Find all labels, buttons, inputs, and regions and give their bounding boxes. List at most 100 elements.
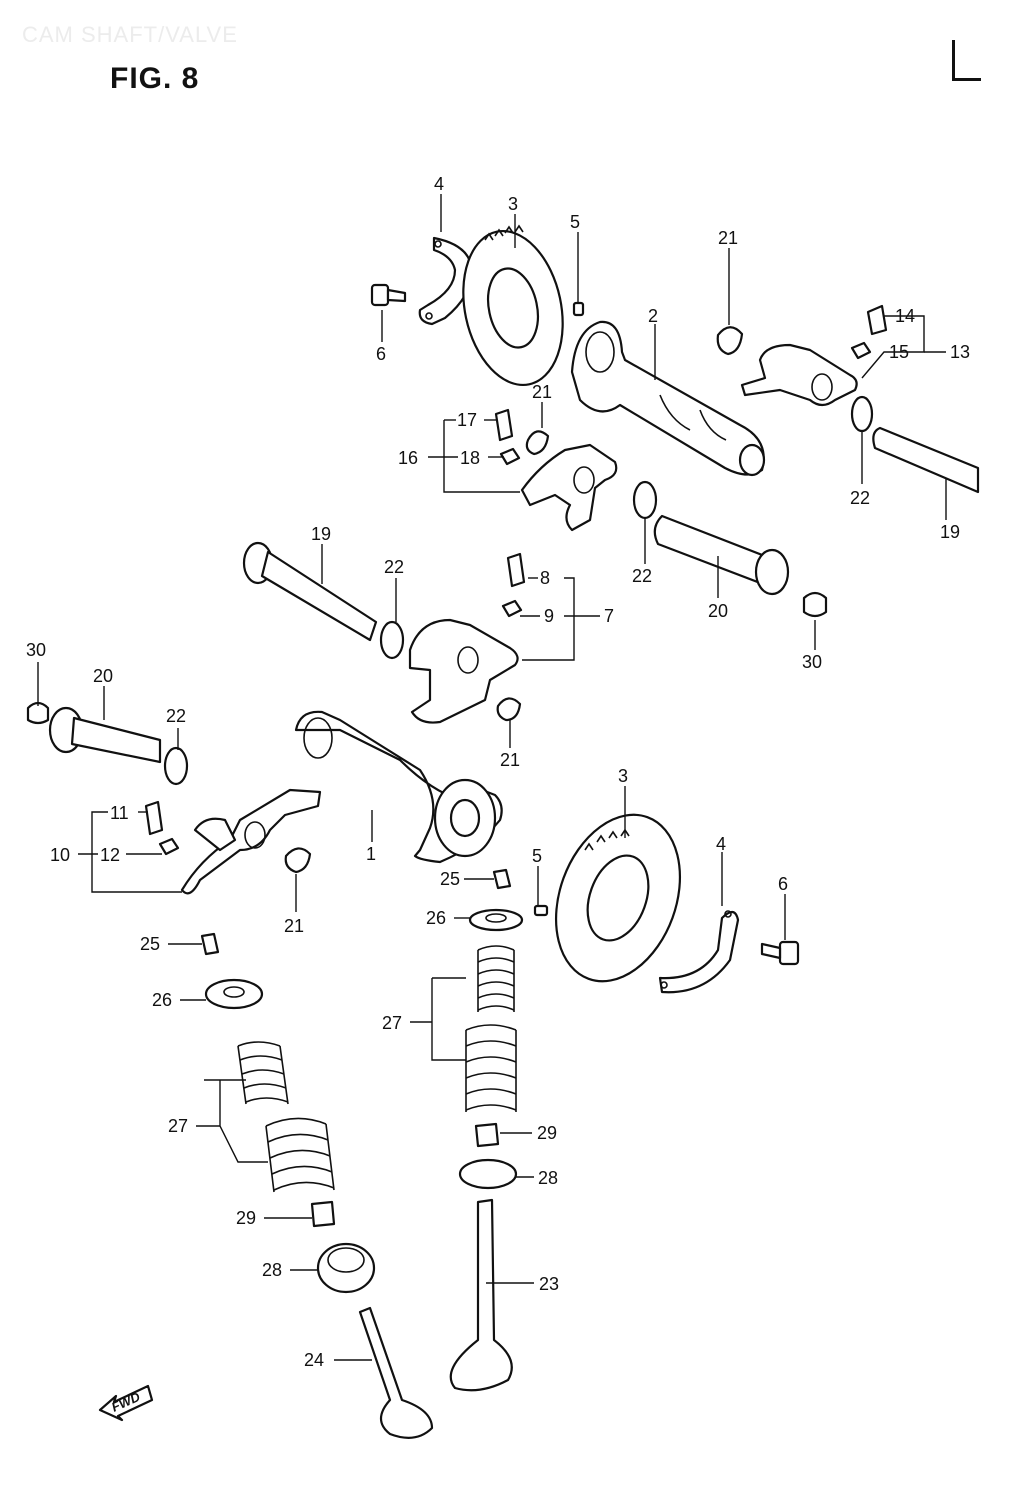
nut-12: [158, 837, 180, 856]
callout-28-left: 28: [262, 1260, 282, 1280]
callout-27-left: 27: [168, 1116, 188, 1136]
leader-lines: [37, 194, 947, 1361]
adjusting-screw-17: [494, 408, 514, 442]
callout-20-right: 20: [708, 601, 728, 621]
callout-21-lower-left: 21: [284, 916, 304, 936]
faint-page-header: CAM SHAFT/VALVE: [22, 22, 238, 47]
spring-seat-28-right: [458, 1158, 518, 1190]
clip-21-upper-right: [716, 326, 744, 356]
washer-22-upper-right: [850, 395, 874, 433]
callout-4-lower: 4: [716, 834, 726, 854]
washer-22-left-middle: [379, 620, 405, 660]
callout-3-lower: 3: [618, 766, 628, 786]
nut-18: [499, 447, 521, 466]
cam-sprocket-3-upper: [462, 224, 564, 387]
valve-springs-27-left: [237, 1041, 335, 1193]
cotter-25-left: [200, 932, 220, 956]
rocker-arm-7: [408, 618, 519, 724]
nut-9: [501, 599, 523, 618]
callout-12: 12: [100, 845, 120, 865]
cam-sprocket-3-lower: [554, 813, 682, 983]
clip-21-lower-left: [284, 847, 312, 874]
callout-21-upper-right: 21: [718, 228, 738, 248]
forward-arrow-icon: FWD: [98, 1384, 154, 1422]
callout-14: 14: [895, 306, 915, 326]
callout-25-right: 25: [440, 869, 460, 889]
intake-valve-23: [449, 1198, 513, 1392]
cotter-25-right: [492, 868, 512, 890]
retainer-26-right: [468, 908, 524, 932]
callout-13: 13: [950, 342, 970, 362]
callout-17: 17: [457, 410, 477, 430]
rocker-shaft-19-right: [872, 426, 980, 494]
stem-seal-29-left: [310, 1200, 336, 1228]
washer-22-middle: [632, 480, 658, 520]
exhaust-valve-24: [358, 1306, 434, 1439]
callout-1: 1: [366, 844, 376, 864]
rocker-shaft-20-right: [653, 514, 790, 596]
callout-30-right: 30: [802, 652, 822, 672]
callout-5-upper: 5: [570, 212, 580, 232]
adjusting-screw-14: [866, 304, 888, 336]
rocker-shaft-19-left: [242, 541, 378, 642]
callout-16: 16: [398, 448, 418, 468]
callout-22-upper-right: 22: [850, 488, 870, 508]
callout-18: 18: [460, 448, 480, 468]
callout-7: 7: [604, 606, 614, 626]
callout-6-lower: 6: [778, 874, 788, 894]
rocker-arm-13: [740, 343, 858, 407]
callout-26-right: 26: [426, 908, 446, 928]
callout-10: 10: [50, 845, 70, 865]
knock-pin-5-upper: [572, 301, 585, 317]
adjusting-screw-11: [144, 800, 164, 836]
callout-23: 23: [539, 1274, 559, 1294]
valve-springs-27-right: [465, 945, 517, 1112]
callout-11: 11: [110, 803, 129, 823]
circlip-4-lower: [658, 910, 740, 994]
bolt-6-lower: [760, 940, 800, 966]
stem-seal-29-right: [474, 1122, 500, 1148]
corner-mark-l: [952, 40, 981, 81]
clip-21-upper-middle: [525, 430, 550, 456]
spring-seat-28-left: [316, 1242, 376, 1294]
camshaft-1-lower: [294, 710, 503, 864]
callout-2: 2: [648, 306, 658, 326]
callout-20-left: 20: [93, 666, 113, 686]
callout-19-left: 19: [311, 524, 331, 544]
rocker-arm-16: [520, 443, 618, 532]
callout-9: 9: [544, 606, 554, 626]
adjusting-screw-8: [506, 552, 526, 588]
callout-29-left: 29: [236, 1208, 256, 1228]
callout-22-left-middle: 22: [384, 557, 404, 577]
callout-24: 24: [304, 1350, 324, 1370]
callout-29-right: 29: [537, 1123, 557, 1143]
callout-4-upper: 4: [434, 174, 444, 194]
figure-title: FIG. 8: [110, 62, 200, 95]
callout-3-upper: 3: [508, 194, 518, 214]
rocker-arm-10: [180, 788, 322, 895]
callout-22-middle: 22: [632, 566, 652, 586]
retainer-26-left: [204, 978, 264, 1010]
knock-pin-5-lower: [533, 904, 549, 917]
callout-8: 8: [540, 568, 550, 588]
washer-22-left: [163, 746, 189, 786]
rocker-shaft-20-left: [48, 706, 162, 764]
camshaft-2-upper: [570, 320, 766, 477]
callout-26-left: 26: [152, 990, 172, 1010]
callout-6-upper: 6: [376, 344, 386, 364]
clip-21-center: [496, 697, 522, 722]
callout-22-left: 22: [166, 706, 186, 726]
nut-15: [850, 341, 872, 360]
callout-5-lower: 5: [532, 846, 542, 866]
callout-28-right: 28: [538, 1168, 558, 1188]
callout-21-center: 21: [500, 750, 520, 770]
cap-30-left: [26, 701, 50, 725]
callout-25-left: 25: [140, 934, 160, 954]
callout-30-left: 30: [26, 640, 46, 660]
callout-15: 15: [889, 342, 909, 362]
callout-27-right: 27: [382, 1013, 402, 1033]
callout-19-right: 19: [940, 522, 960, 542]
bolt-6-upper: [370, 283, 407, 307]
callout-21-upper-middle: 21: [532, 382, 552, 402]
